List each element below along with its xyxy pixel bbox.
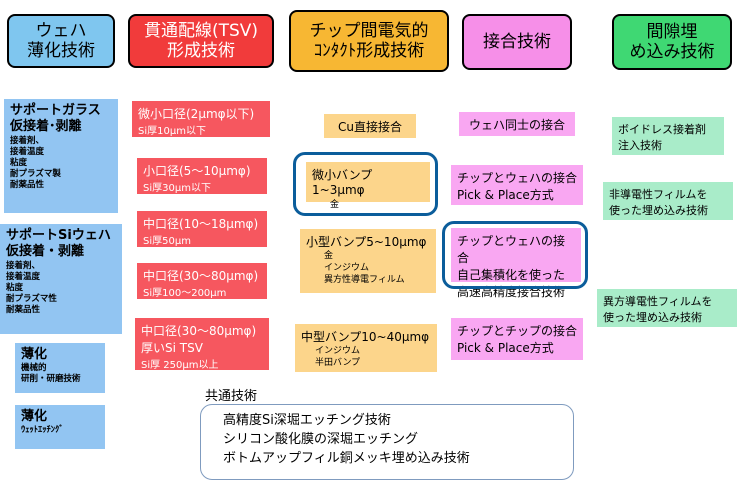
gapfill-anisotropic-film: 異方導電性フィルムを 使った埋め込み技術: [597, 289, 737, 327]
thinning-wet-etching: 薄化 ｳｪｯﾄｴｯﾁﾝｸﾞ: [15, 405, 105, 449]
thinning-support-glass: サポートガラス 仮接着･剥離 接着剤、 接着温度 粘度 耐プラズマ製 耐薬品性: [4, 99, 118, 213]
item-detail: 接着温度: [6, 271, 41, 282]
item-title: 薄化: [21, 409, 48, 424]
tsv-main: 中口径(10～18μmφ): [143, 217, 259, 231]
tsv-main: 小口径(5～10μmφ): [143, 164, 251, 178]
gapfill-line: 使った埋め込み技術: [603, 311, 702, 324]
gapfill-voidless-adhesive: ボイドレス接着剤 注入技術: [612, 117, 724, 155]
contact-main: 微小バンプ1~3μmφ: [312, 168, 373, 197]
contact-main: 中型バンプ10~40μmφ: [301, 330, 430, 344]
bonding-line: Pick & Place方式: [457, 341, 554, 355]
gapfill-line: 異方導電性フィルムを: [603, 295, 713, 308]
tsv-main: 微小口径(2μmφ以下): [138, 107, 255, 121]
thinning-mechanical: 薄化 機械的 研削・研磨技術: [15, 343, 105, 393]
bonding-line: Pick & Place方式: [457, 188, 554, 202]
contact-small-bump: 小型バンプ5~10μmφ 金 インジウム 異方性導電フィルム: [300, 229, 436, 293]
common-item: ボトムアップフィル銅メッキ埋め込み技術: [223, 450, 470, 466]
tsv-thick-si: 中口径(30～80μmφ) 厚いSi TSV Si厚 250μm以上: [135, 318, 269, 371]
common-technology-box: 高精度Si深堀エッチング技術 シリコン酸化膜の深堀エッチング ボトムアップフィル…: [200, 404, 574, 480]
tsv-sub: Si厚50μm: [143, 236, 191, 247]
item-detail: 粘度: [6, 282, 24, 293]
contact-detail: インジウム: [315, 346, 361, 356]
tsv-main: 厚いSi TSV: [141, 341, 203, 355]
header-line: 接合技術: [483, 31, 551, 52]
item-title: 仮接着・剥離: [6, 244, 85, 260]
contact-main: Cu直接接合: [338, 119, 402, 134]
tsv-sub: Si厚30μm以下: [143, 183, 211, 194]
common-item: シリコン酸化膜の深堀エッチング: [223, 431, 419, 447]
header-wafer-thinning: ウェハ 薄化技術: [7, 14, 115, 68]
header-line: め込み技術: [629, 42, 715, 62]
gapfill-line: 注入技術: [618, 139, 662, 152]
highlight-self-assembly: [442, 221, 588, 289]
gapfill-line: 使った埋め込み技術: [609, 204, 708, 217]
item-title: サポートSiウェハ: [6, 228, 111, 243]
header-line: ウェハ: [35, 20, 87, 41]
item-detail: ｳｪｯﾄｴｯﾁﾝｸﾞ: [21, 425, 64, 436]
item-detail: 接着剤、: [10, 135, 45, 146]
header-line: ｺﾝﾀｸﾄ形成技術: [313, 41, 425, 61]
item-title: サポートガラス: [10, 103, 101, 118]
tsv-sub: Si厚 250μm以上: [141, 360, 219, 371]
bonding-chip-to-chip: チップとチップの接合 Pick & Place方式: [451, 318, 583, 360]
item-detail: 粘度: [10, 157, 28, 168]
header-line: 薄化技術: [27, 41, 95, 61]
bonding-chip-to-wafer-pick-place: チップとウェハの接合 Pick & Place方式: [451, 165, 583, 205]
bonding-line: チップとウェハの接合: [457, 171, 578, 185]
header-chip-contact: チップ間電気的 ｺﾝﾀｸﾄ形成技術: [289, 10, 449, 72]
tsv-main: 中口径(30～80μmφ): [141, 324, 257, 338]
tsv-small-diameter: 小口径(5～10μmφ) Si厚30μm以下: [137, 158, 267, 194]
header-tsv: 貫通配線(TSV) 形成技術: [128, 14, 274, 68]
item-title: 仮接着･剥離: [10, 119, 82, 135]
item-detail: 接着剤、: [6, 260, 41, 271]
bonding-wafer-to-wafer: ウェハ同士の接合: [459, 112, 575, 136]
item-detail: 耐プラズマ製: [10, 168, 61, 179]
header-line: 間隙埋: [646, 21, 698, 42]
header-line: 貫通配線(TSV): [143, 20, 259, 41]
common-item: 高精度Si深堀エッチング技術: [223, 413, 391, 428]
contact-medium-bump: 中型バンプ10~40μmφ インジウム 半田バンプ: [295, 324, 437, 372]
highlight-micro-bump: [293, 152, 438, 216]
item-title: 薄化: [21, 347, 48, 362]
contact-detail: 半田バンプ: [315, 358, 361, 369]
tsv-medium-diameter-30-80: 中口径(30～80μmφ) Si厚100～200μm: [137, 263, 267, 299]
tsv-sub: Si厚100～200μm: [143, 288, 227, 299]
gapfill-line: 非導電性フィルムを: [609, 188, 708, 201]
contact-detail: インジウム: [324, 263, 370, 274]
tsv-medium-diameter-10-18: 中口径(10～18μmφ) Si厚50μm: [137, 211, 267, 247]
bonding-line: 自己集積化を使った: [457, 268, 566, 282]
contact-main: 小型バンプ5~10μmφ: [306, 235, 427, 249]
item-detail: 機械的: [21, 363, 47, 374]
item-detail: 耐薬品性: [10, 179, 45, 190]
item-detail: 接着温度: [10, 146, 45, 157]
contact-cu-direct: Cu直接接合: [324, 114, 416, 138]
contact-micro-bump: 微小バンプ1~3μmφ 金: [306, 162, 430, 210]
bonding-line: ウェハ同士の接合: [468, 117, 565, 132]
bonding-chip-to-wafer-self-assembly: チップとウェハの接合 自己集積化を使った 高速高精度接合技術: [451, 228, 581, 299]
item-detail: 耐薬品性: [6, 304, 41, 315]
tsv-sub: Si厚10μm以下: [138, 126, 206, 137]
gapfill-line: ボイドレス接着剤: [618, 123, 706, 136]
header-line: 形成技術: [167, 41, 235, 61]
item-detail: 耐プラズマ性: [6, 293, 57, 304]
gapfill-non-conductive-film: 非導電性フィルムを 使った埋め込み技術: [603, 182, 733, 220]
common-title: 共通技術: [205, 389, 258, 404]
contact-detail: 金: [330, 200, 340, 210]
tsv-main: 中口径(30～80μmφ): [143, 269, 259, 283]
tsv-micro-diameter: 微小口径(2μmφ以下) Si厚10μm以下: [132, 101, 270, 137]
contact-detail: 金: [324, 251, 334, 261]
header-bonding: 接合技術: [462, 14, 572, 70]
header-line: チップ間電気的: [309, 20, 429, 41]
contact-detail: 異方性導電フィルム: [324, 275, 405, 286]
thinning-support-si-wafer: サポートSiウェハ 仮接着・剥離 接着剤、 接着温度 粘度 耐プラズマ性 耐薬品…: [0, 224, 122, 334]
bonding-line: チップとチップの接合: [457, 324, 578, 338]
item-detail: 研削・研磨技術: [21, 374, 81, 385]
bonding-line: チップとウェハの接合: [457, 234, 566, 265]
header-gap-fill: 間隙埋 め込み技術: [612, 14, 732, 70]
